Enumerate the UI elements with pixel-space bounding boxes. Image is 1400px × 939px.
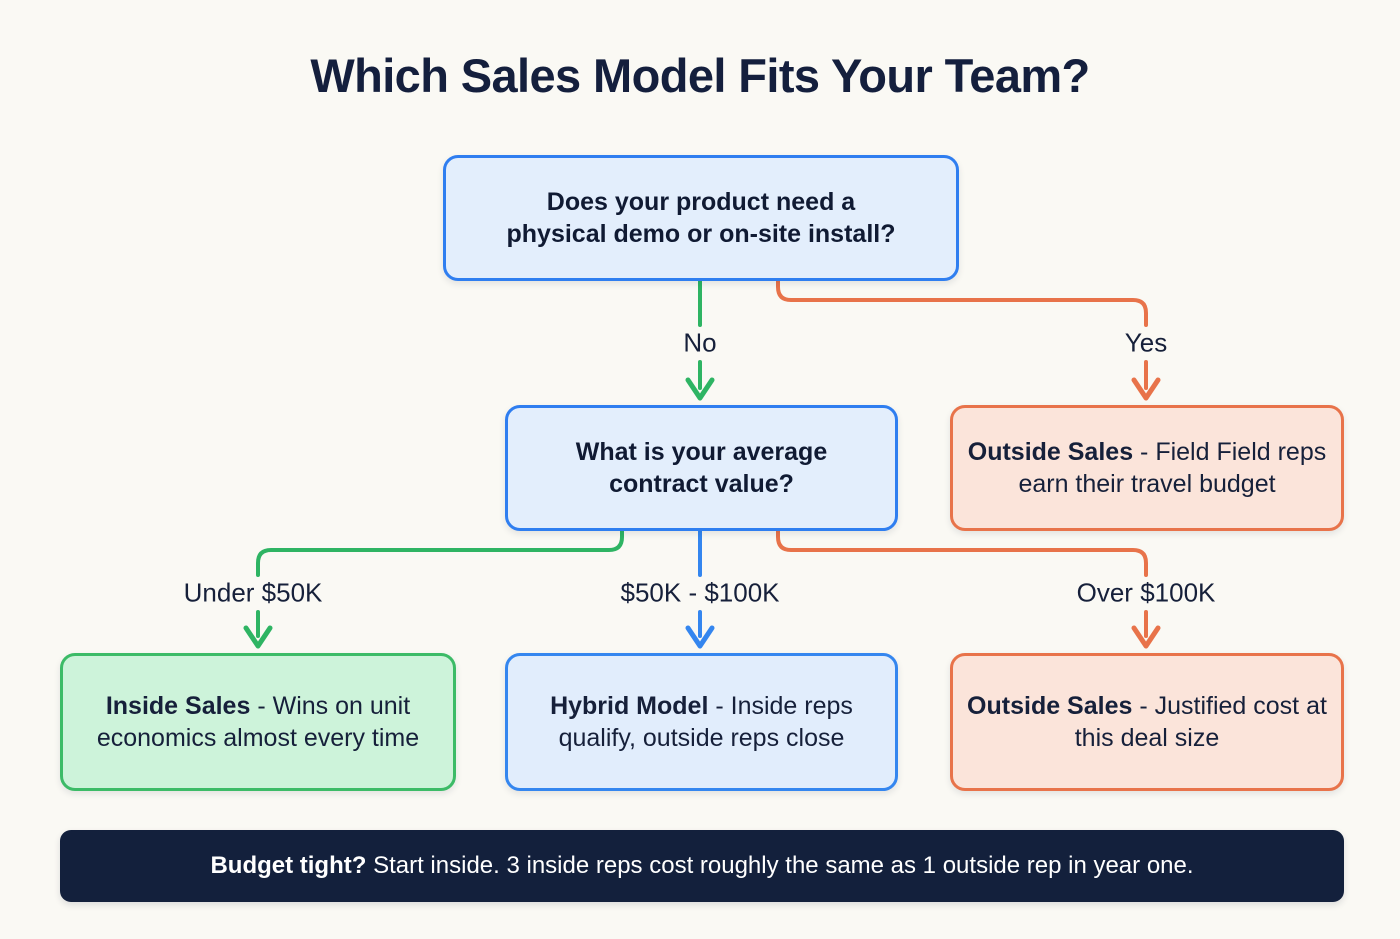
node-outside-cost-desc: - Justified cost at this deal size <box>1074 692 1327 752</box>
node-outside-cost-text: Outside Sales - Justified cost at this d… <box>967 690 1327 754</box>
node-contract-value-question[interactable]: What is your average contract value? <box>505 405 898 531</box>
edge-label-under-50k: Under $50K <box>174 577 332 609</box>
footer-body: Start inside. 3 inside reps cost roughly… <box>366 852 1194 879</box>
node-outside-cost-title: Outside Sales <box>967 692 1133 720</box>
node-acv-line1: What is your average <box>575 438 828 466</box>
node-outside-field-title: Outside Sales <box>967 438 1134 466</box>
node-inside-text: Inside Sales - Wins on unit economics al… <box>77 690 439 754</box>
edge-root-to-outside-field <box>776 279 1161 401</box>
node-outside-field-text: Outside Sales - Field Field reps earn th… <box>967 436 1327 500</box>
edge-label-yes: Yes <box>1115 327 1177 359</box>
node-hybrid-text: Hybrid Model - Inside reps qualify, outs… <box>522 690 881 754</box>
node-outcome-outside-sales-field[interactable]: Outside Sales - Field Field reps earn th… <box>950 405 1344 531</box>
node-outside-field-desc: - Field Field reps earn their travel bud… <box>1018 438 1327 498</box>
node-inside-title: Inside Sales <box>105 692 251 720</box>
node-root-line1: Does your product need a <box>546 188 856 216</box>
edge-label-over-100k: Over $100K <box>1067 577 1225 609</box>
node-inside-desc: - Wins on unit economics almost every ti… <box>96 692 420 752</box>
edge-label-50k-100k: $50K - $100K <box>611 577 789 609</box>
node-outcome-outside-sales-cost[interactable]: Outside Sales - Justified cost at this d… <box>950 653 1344 791</box>
page-title: Which Sales Model Fits Your Team? <box>310 49 1090 102</box>
node-hybrid-desc: - Inside reps qualify, outside reps clos… <box>558 692 853 752</box>
node-outcome-hybrid-model[interactable]: Hybrid Model - Inside reps qualify, outs… <box>505 653 898 791</box>
node-acv-text: What is your average contract value? <box>522 436 881 500</box>
edge-label-no: No <box>674 327 726 359</box>
node-root-text: Does your product need a physical demo o… <box>460 186 942 250</box>
node-root-line2: physical demo or on-site install? <box>506 220 896 248</box>
node-outcome-inside-sales[interactable]: Inside Sales - Wins on unit economics al… <box>60 653 456 791</box>
node-root-question[interactable]: Does your product need a physical demo o… <box>443 155 959 281</box>
footer-text: Budget tight? Start inside. 3 inside rep… <box>210 852 1193 880</box>
node-acv-line2: contract value? <box>609 470 794 498</box>
footer-highlight: Budget tight? <box>210 852 367 879</box>
node-hybrid-title: Hybrid Model <box>550 692 709 720</box>
footer-tip-banner: Budget tight? Start inside. 3 inside rep… <box>60 830 1344 902</box>
